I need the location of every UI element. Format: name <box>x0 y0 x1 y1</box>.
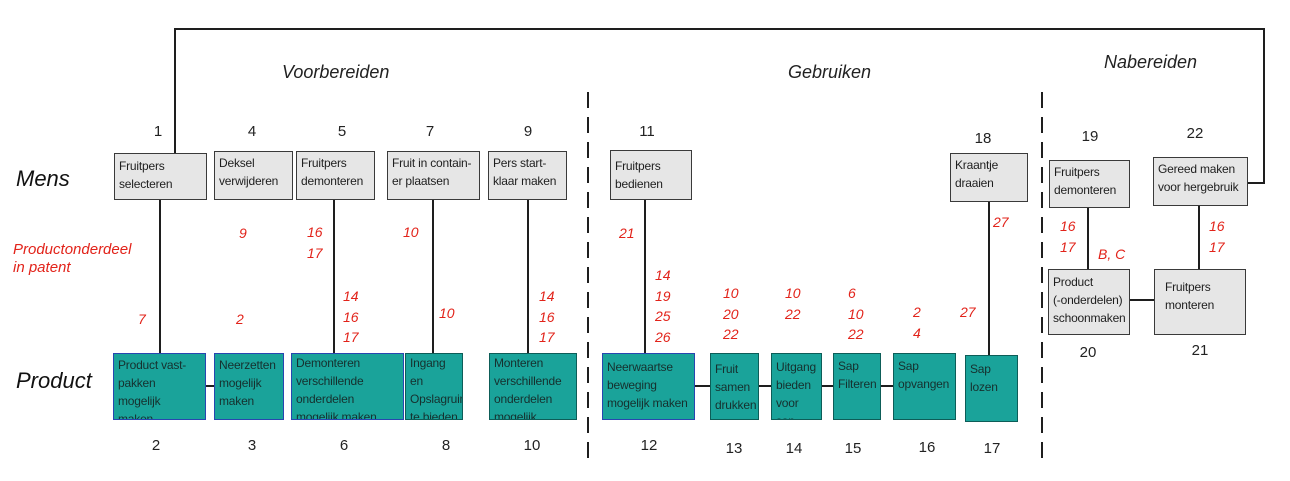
nabereiden-product-box: Product (-onderdelen) schoonmaken <box>1048 269 1130 335</box>
mens-step-box: Fruitpers demonteren <box>1049 160 1130 208</box>
mens-step-number: 22 <box>1186 125 1204 142</box>
patent-ref: 9 <box>239 225 247 241</box>
phase-nabereiden: Nabereiden <box>1104 52 1198 72</box>
product-step-box: Product vast- pakken mogelijk maken <box>113 353 206 420</box>
mens-step-box: Fruitpers demonteren <box>296 151 375 200</box>
mens-step-number: 1 <box>153 123 163 140</box>
patent-ref: B, C <box>1098 246 1126 262</box>
row-label-mens: Mens <box>16 166 70 191</box>
mens-step-box: Fruitpers bedienen <box>610 150 692 200</box>
product-step-number: 16 <box>918 439 936 456</box>
patent-ref: 10 <box>439 305 455 321</box>
patent-ref: 7 <box>138 311 146 327</box>
mens-step-box: Kraantje draaien <box>950 153 1028 202</box>
patent-ref: 16 17 <box>1209 218 1225 255</box>
product-step-number: 8 <box>441 437 451 454</box>
product-step-box: Fruit samen drukken <box>710 353 759 420</box>
product-step-box: Uitgang bieden voor sap <box>771 353 822 420</box>
mens-step-number: 7 <box>425 123 435 140</box>
mens-step-box: Pers start- klaar maken <box>488 151 567 200</box>
product-step-number: 3 <box>247 437 257 454</box>
product-step-number: 15 <box>844 440 862 457</box>
patent-ref: 10 <box>403 224 419 240</box>
patent-ref: 14 16 17 <box>343 288 359 345</box>
patent-ref: 14 19 25 26 <box>655 267 671 345</box>
product-step-box: Neerwaartse beweging mogelijk maken <box>602 353 695 420</box>
product-step-number: 12 <box>640 437 658 454</box>
patent-ref: 2 <box>236 311 244 327</box>
feedback-loop-arrow <box>174 28 1265 184</box>
patent-ref: 6 10 22 <box>848 285 864 342</box>
patent-ref: 14 16 17 <box>539 288 555 345</box>
product-step-box: Neerzetten mogelijk maken <box>214 353 284 420</box>
product-step-box: Sap Filteren <box>833 353 881 420</box>
patent-ref: 27 <box>993 214 1009 230</box>
mens-step-box: Gereed maken voor hergebruik <box>1153 157 1248 206</box>
patent-ref: 16 17 <box>307 224 323 261</box>
patent-ref: 10 22 <box>785 285 801 322</box>
mens-step-number: 4 <box>247 123 257 140</box>
patent-ref: 2 4 <box>913 304 921 341</box>
product-step-number: 13 <box>725 440 743 457</box>
patent-ref: 10 20 22 <box>723 285 739 342</box>
product-step-number: 17 <box>983 440 1001 457</box>
mens-step-number: 5 <box>337 123 347 140</box>
mens-step-number: 19 <box>1081 128 1099 145</box>
product-step-box: Ingang en Opslagruim- te bieden voor fru… <box>405 353 463 420</box>
product-step-box: Sap opvangen <box>893 353 956 420</box>
row-label-product: Product <box>16 368 92 393</box>
patent-ref: 21 <box>619 225 635 241</box>
product-step-number: 6 <box>339 437 349 454</box>
product-step-number: 20 <box>1079 344 1097 361</box>
mens-step-box: Fruitpers selecteren <box>114 153 207 200</box>
phase-gebruiken: Gebruiken <box>788 62 872 82</box>
patent-ref: 27 <box>960 304 976 320</box>
product-step-number: 2 <box>151 437 161 454</box>
product-step-box: Monteren verschillende onderdelen mogeli… <box>489 353 577 420</box>
mens-step-box: Fruit in contain- er plaatsen <box>387 151 480 200</box>
mens-step-number: 9 <box>523 123 533 140</box>
product-step-box: Demonteren verschillende onderdelen moge… <box>291 353 404 420</box>
mens-step-number: 18 <box>974 130 992 147</box>
product-step-number: 14 <box>785 440 803 457</box>
mens-step-box: Deksel verwijderen <box>214 151 293 200</box>
phase-voorbereiden: Voorbereiden <box>282 62 390 82</box>
nabereiden-product-box: Fruitpers monteren <box>1154 269 1246 335</box>
product-step-box: Sap lozen <box>965 355 1018 422</box>
patent-ref: 16 17 <box>1060 218 1076 255</box>
mens-step-number: 11 <box>639 123 655 140</box>
product-step-number: 10 <box>523 437 541 454</box>
row-label-productonderdeel: Productonderdeel in patent <box>13 241 132 276</box>
product-step-number: 21 <box>1191 342 1209 359</box>
